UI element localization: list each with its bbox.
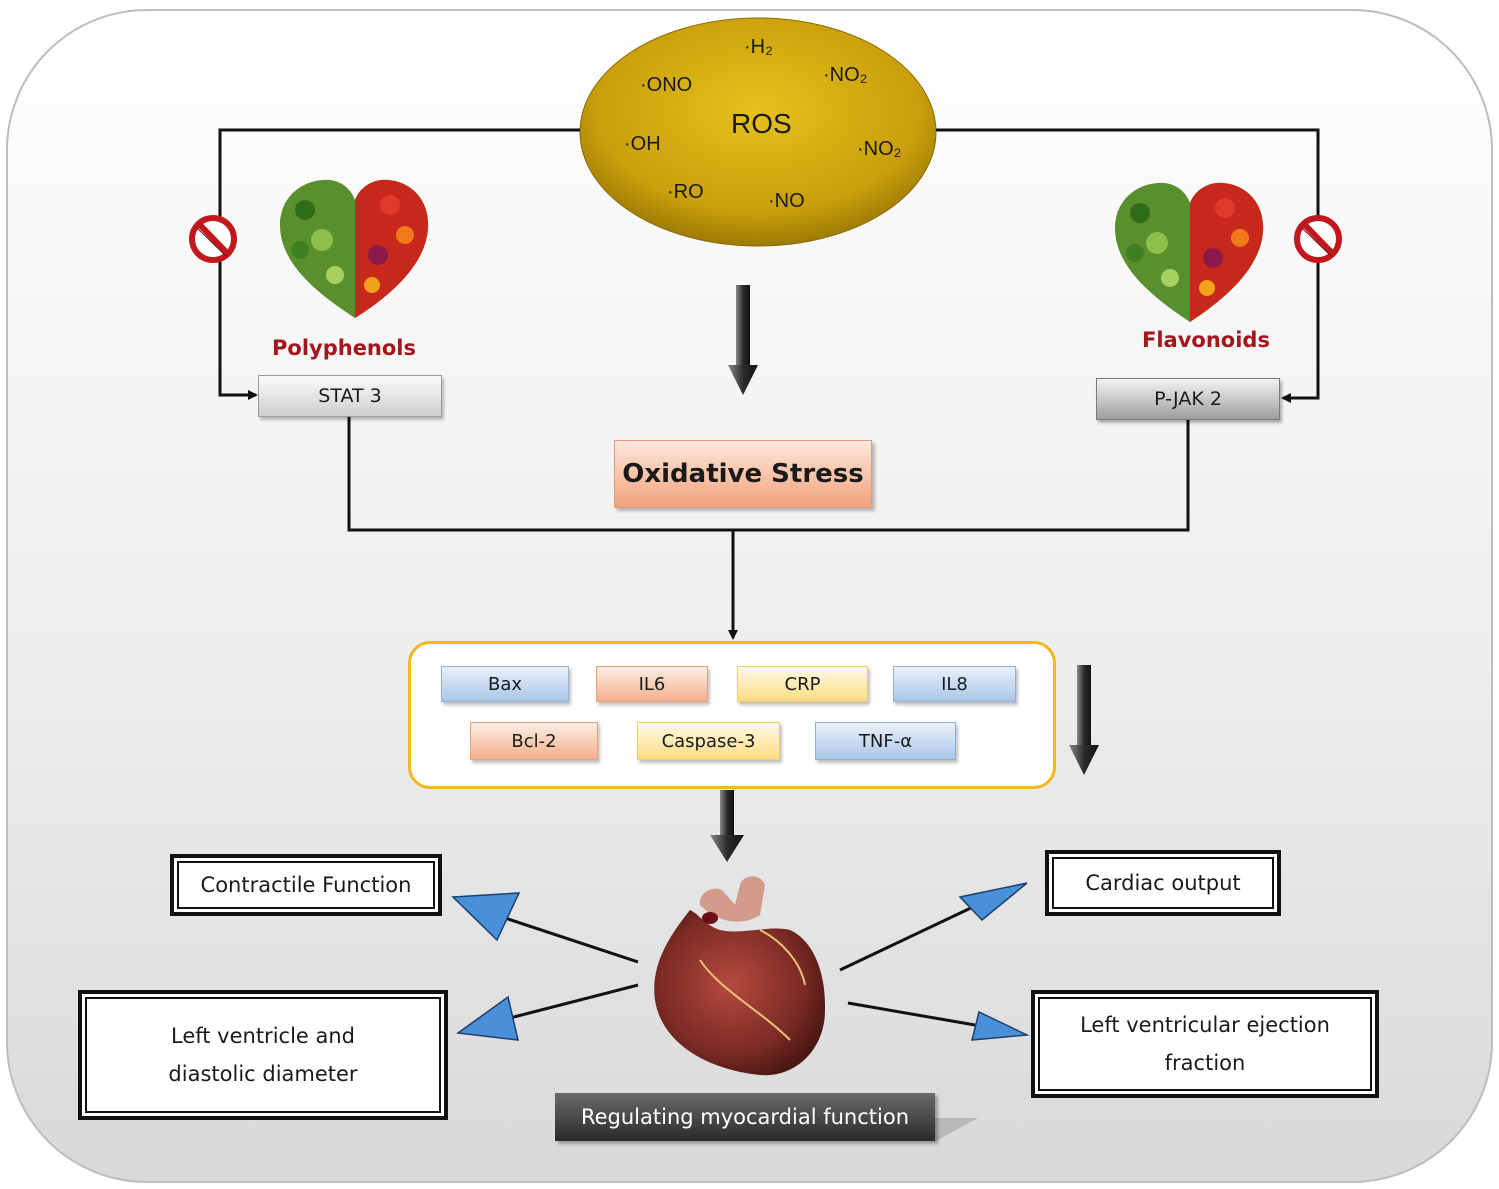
marker-bcl2: Bcl-2 <box>470 722 598 760</box>
outcome-ejection-fraction: Left ventricular ejection fraction <box>1031 990 1379 1098</box>
outcome-contractile: Contractile Function <box>170 854 442 916</box>
flavonoids-label: Flavonoids <box>1142 328 1270 352</box>
arrow-to-contractile <box>451 892 639 964</box>
outcome-ejection-fraction-label: Left ventricular ejection fraction <box>1038 997 1372 1091</box>
outcome-lv-diameter: Left ventricle and diastolic diameter <box>78 990 448 1120</box>
ros-species-ono: ·ONO <box>640 74 693 96</box>
connector-ros-pjak2 <box>936 128 1320 403</box>
marker-il8: IL8 <box>893 666 1016 702</box>
regulating-shadow <box>934 1118 978 1142</box>
oxidative-stress-box: Oxidative Stress <box>614 440 872 508</box>
marker-il6: IL6 <box>596 666 708 702</box>
marker-tnf-alpha: TNF-α <box>815 722 956 760</box>
vegetable-heart-left-icon <box>280 179 429 318</box>
ros-species-no2-top: ·NO₂ <box>823 64 868 86</box>
outcome-lv-diameter-label: Left ventricle and diastolic diameter <box>85 997 441 1113</box>
arrow-to-cardiac-output <box>839 882 1028 972</box>
stat3-box: STAT 3 <box>258 375 442 417</box>
arrow-to-ejection-fraction <box>847 1001 1030 1041</box>
outcome-contractile-label: Contractile Function <box>177 861 435 909</box>
block-arrow-markers-side <box>1069 665 1099 775</box>
outcome-cardiac-output-label: Cardiac output <box>1052 857 1274 909</box>
ros-species-no2-right: ·NO₂ <box>857 138 902 160</box>
arrow-to-lv-diameter <box>455 983 639 1041</box>
ros-ellipse <box>579 17 937 247</box>
ros-species-h2: ·H₂ <box>744 36 773 58</box>
marker-bax: Bax <box>441 666 569 702</box>
block-arrow-markers-heart <box>710 790 744 862</box>
ros-title: ROS <box>731 108 792 139</box>
pjak2-box: P-JAK 2 <box>1096 378 1280 420</box>
heart-icon <box>654 876 826 1076</box>
ros-species-ro: ·RO <box>667 181 704 203</box>
regulating-myocardial-label: Regulating myocardial function <box>555 1093 935 1141</box>
marker-crp: CRP <box>737 666 868 702</box>
inhibition-icon-right <box>1294 215 1342 263</box>
ros-species-no: ·NO <box>768 190 805 212</box>
inhibition-icon-left <box>189 215 237 263</box>
vegetable-heart-right-icon <box>1115 182 1264 322</box>
block-arrow-ros-stress <box>728 285 758 395</box>
marker-caspase3: Caspase-3 <box>637 722 780 760</box>
ros-species-oh: ·OH <box>624 133 661 155</box>
connector-stat3-join <box>347 417 1190 532</box>
outcome-cardiac-output: Cardiac output <box>1045 850 1281 916</box>
markers-panel <box>408 641 1056 789</box>
polyphenols-label: Polyphenols <box>272 336 417 360</box>
connector-ros-stat3 <box>218 128 580 400</box>
